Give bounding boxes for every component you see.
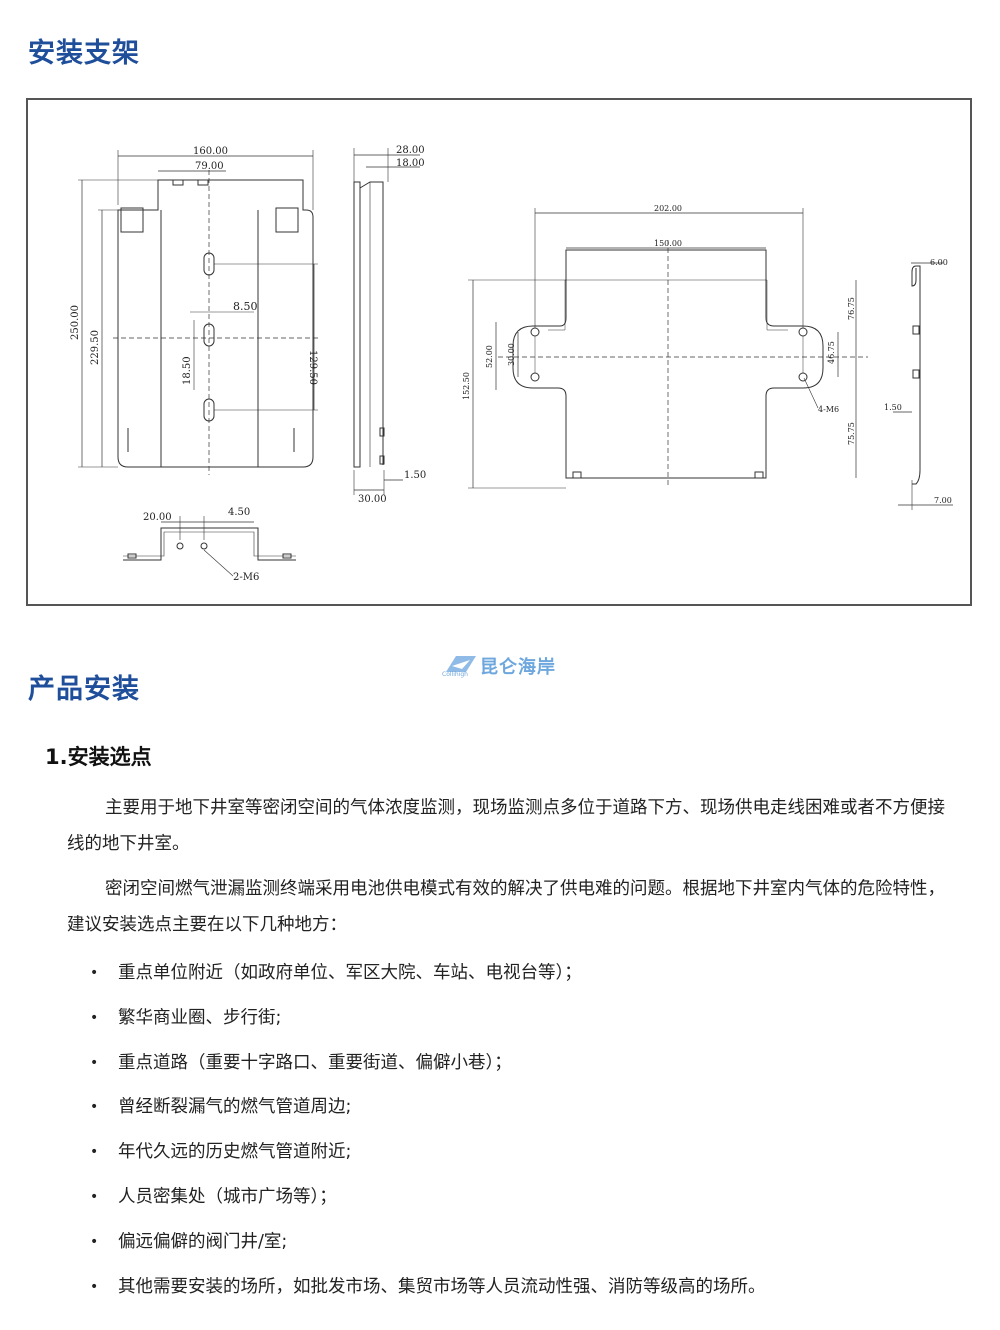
dim-1850: 18.50: [182, 356, 193, 385]
holes-2m6: 2-M6: [233, 572, 259, 583]
paragraph-1: 主要用于地下井室等密闭空间的气体浓度监测，现场监测点多位于道路下方、现场供电走线…: [67, 790, 947, 862]
bullet-icon: •: [90, 1188, 99, 1205]
dim-30: 30.00: [358, 494, 387, 505]
dim-700: 7.00: [934, 496, 952, 505]
logo-subtext: Collihigh: [442, 671, 468, 678]
dim-129: 129.50: [307, 350, 318, 385]
company-logo: 昆仑海岸 Collihigh: [442, 652, 560, 682]
dim-18: 18.00: [396, 158, 425, 169]
dim-4675: 46.75: [827, 341, 836, 364]
bracket-drawing-svg: 160.00 79.00 250.00 229.50 129.50 8.50 1…: [70, 145, 953, 583]
list-item: •繁华商业圈、步行街;: [90, 1000, 970, 1045]
bullet-icon: •: [90, 1099, 99, 1116]
list-item: •人员密集处（城市广场等）；: [90, 1179, 970, 1224]
paragraph-2: 密闭空间燃气泄漏监测终端采用电池供电模式有效的解决了供电难的问题。根据地下井室内…: [67, 871, 947, 943]
bullet-icon: •: [90, 1009, 99, 1026]
bullet-icon: •: [90, 1144, 99, 1161]
list-item: •年代久远的历史燃气管道附近;: [90, 1134, 970, 1179]
subsection-title: 1.安装选点: [45, 745, 152, 769]
dim-20: 20.00: [143, 512, 172, 523]
dim-30-plate: 30.00: [507, 343, 516, 366]
dim-15250: 152.50: [462, 372, 471, 400]
dim-79: 79.00: [195, 161, 224, 172]
dim-7575: 75.75: [847, 422, 856, 445]
paragraph-2-text: 密闭空间燃气泄漏监测终端采用电池供电模式有效的解决了供电难的问题。根据地下井室内…: [67, 879, 945, 935]
list-item: •偏远偏僻的阀门井/室;: [90, 1224, 970, 1269]
dim-28: 28.00: [396, 145, 425, 156]
bullet-icon: •: [90, 965, 99, 981]
dim-450: 4.50: [228, 507, 250, 518]
dim-850: 8.50: [233, 300, 258, 313]
section-title-install: 产品安装: [28, 674, 140, 705]
bullet-icon: •: [90, 1054, 99, 1071]
dim-150-plate: 150.00: [654, 239, 682, 248]
paragraph-1-text: 主要用于地下井室等密闭空间的气体浓度监测，现场监测点多位于道路下方、现场供电走线…: [67, 798, 945, 854]
dim-250: 250.00: [70, 305, 81, 340]
dim-160: 160.00: [193, 146, 228, 157]
location-list: •重点单位附近（如政府单位、军区大院、车站、电视台等）； •繁华商业圈、步行街;…: [90, 955, 970, 1313]
bullet-icon: •: [90, 1278, 99, 1295]
bullet-icon: •: [90, 1233, 99, 1250]
technical-drawing: 160.00 79.00 250.00 229.50 129.50 8.50 1…: [26, 98, 972, 606]
list-item: •曾经断裂漏气的燃气管道周边;: [90, 1089, 970, 1134]
section-title-bracket: 安装支架: [28, 38, 140, 69]
dim-52: 52.00: [485, 345, 494, 368]
dim-7675: 76.75: [847, 297, 856, 320]
dim-229: 229.50: [90, 330, 101, 365]
logo-text: 昆仑海岸: [480, 657, 556, 678]
logo-mark-icon: [446, 656, 476, 672]
list-item: •重点道路（重要十字路口、重要街道、偏僻小巷）；: [90, 1045, 970, 1090]
list-item: •其他需要安装的场所，如批发市场、集贸市场等人员流动性强、消防等级高的场所。: [90, 1269, 970, 1314]
holes-4m6: 4-M6: [818, 405, 839, 414]
dim-150-side: 1.50: [404, 470, 426, 481]
list-item: •重点单位附近（如政府单位、军区大院、车站、电视台等）；: [90, 955, 970, 1000]
dim-150-profile: 1.50: [884, 403, 902, 412]
dim-600: 6.00: [930, 258, 948, 267]
dim-202: 202.00: [654, 204, 682, 213]
